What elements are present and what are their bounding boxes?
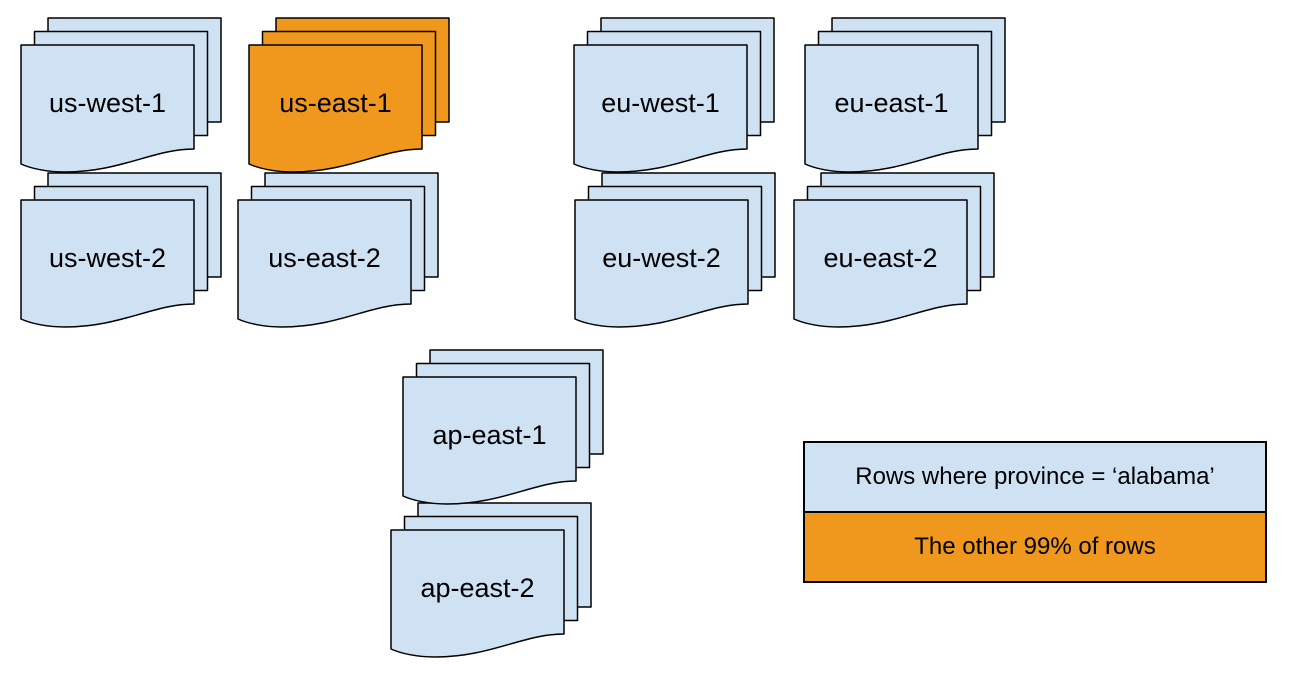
document-stack-icon: [390, 502, 592, 658]
document-stack-icon: [793, 172, 995, 328]
document-stack-icon: [402, 349, 604, 505]
legend: Rows where province = ‘alabama’ The othe…: [803, 441, 1267, 583]
region-stack-us-east-2: us-east-2: [237, 172, 440, 332]
document-stack-icon: [573, 17, 775, 173]
region-stack-eu-east-2: eu-east-2: [793, 172, 996, 332]
legend-item-label: The other 99% of rows: [914, 533, 1156, 560]
document-stack-icon: [804, 17, 1006, 173]
document-stack-icon: [20, 17, 222, 173]
region-stack-us-west-2: us-west-2: [20, 172, 223, 332]
legend-item-other-rows: The other 99% of rows: [805, 513, 1265, 581]
legend-item-label: Rows where province = ‘alabama’: [855, 463, 1215, 490]
document-stack-icon: [237, 172, 439, 328]
region-stack-ap-east-2: ap-east-2: [390, 502, 593, 662]
region-stack-ap-east-1: ap-east-1: [402, 349, 605, 509]
region-stack-us-west-1: us-west-1: [20, 17, 223, 177]
region-stack-eu-east-1: eu-east-1: [804, 17, 1007, 177]
document-stack-icon: [574, 172, 776, 328]
legend-item-alabama-rows: Rows where province = ‘alabama’: [805, 443, 1265, 513]
region-stack-eu-west-2: eu-west-2: [574, 172, 777, 332]
region-stack-us-east-1: us-east-1: [248, 17, 451, 177]
document-stack-icon: [20, 172, 222, 328]
document-stack-icon: [248, 17, 450, 173]
region-stack-eu-west-1: eu-west-1: [573, 17, 776, 177]
